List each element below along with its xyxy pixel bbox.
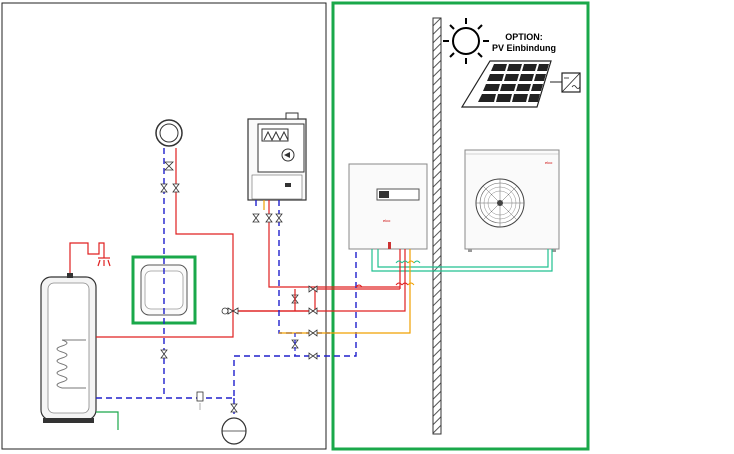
inverter-icon: [550, 72, 581, 93]
indoor-unit-brand: elco: [383, 218, 391, 223]
expansion-vessel-icon: [221, 417, 247, 445]
indoor-heat-pump-unit: elco: [348, 163, 428, 250]
return-lines: [96, 148, 357, 420]
cold-water-inlet: [96, 411, 119, 430]
dhw-storage-tank: [40, 273, 97, 423]
option-frame: [331, 1, 590, 451]
mixing-valve-actuator: [221, 307, 229, 315]
fan-icon: [475, 178, 525, 228]
outdoor-heat-pump-unit: elco: [464, 149, 560, 252]
wall-penetrations: [355, 260, 421, 288]
building-wall: [432, 17, 442, 435]
hot-gas-line: [263, 200, 411, 334]
circulation-pump-icon: [281, 148, 295, 162]
sun-icon: [443, 18, 489, 64]
flue-terminal: [155, 119, 183, 147]
dirt-separator: [196, 391, 204, 410]
option-title: OPTION:: [505, 32, 543, 42]
outdoor-unit-brand: elco: [545, 160, 553, 165]
shower-icon: [69, 242, 111, 273]
refrigerant-lines: [371, 249, 553, 272]
option-subtitle: PV Einbindung: [492, 43, 556, 53]
solar-panel-icon: [460, 60, 552, 108]
indoor-system-frame: [1, 2, 327, 450]
gas-boiler: [247, 112, 307, 201]
